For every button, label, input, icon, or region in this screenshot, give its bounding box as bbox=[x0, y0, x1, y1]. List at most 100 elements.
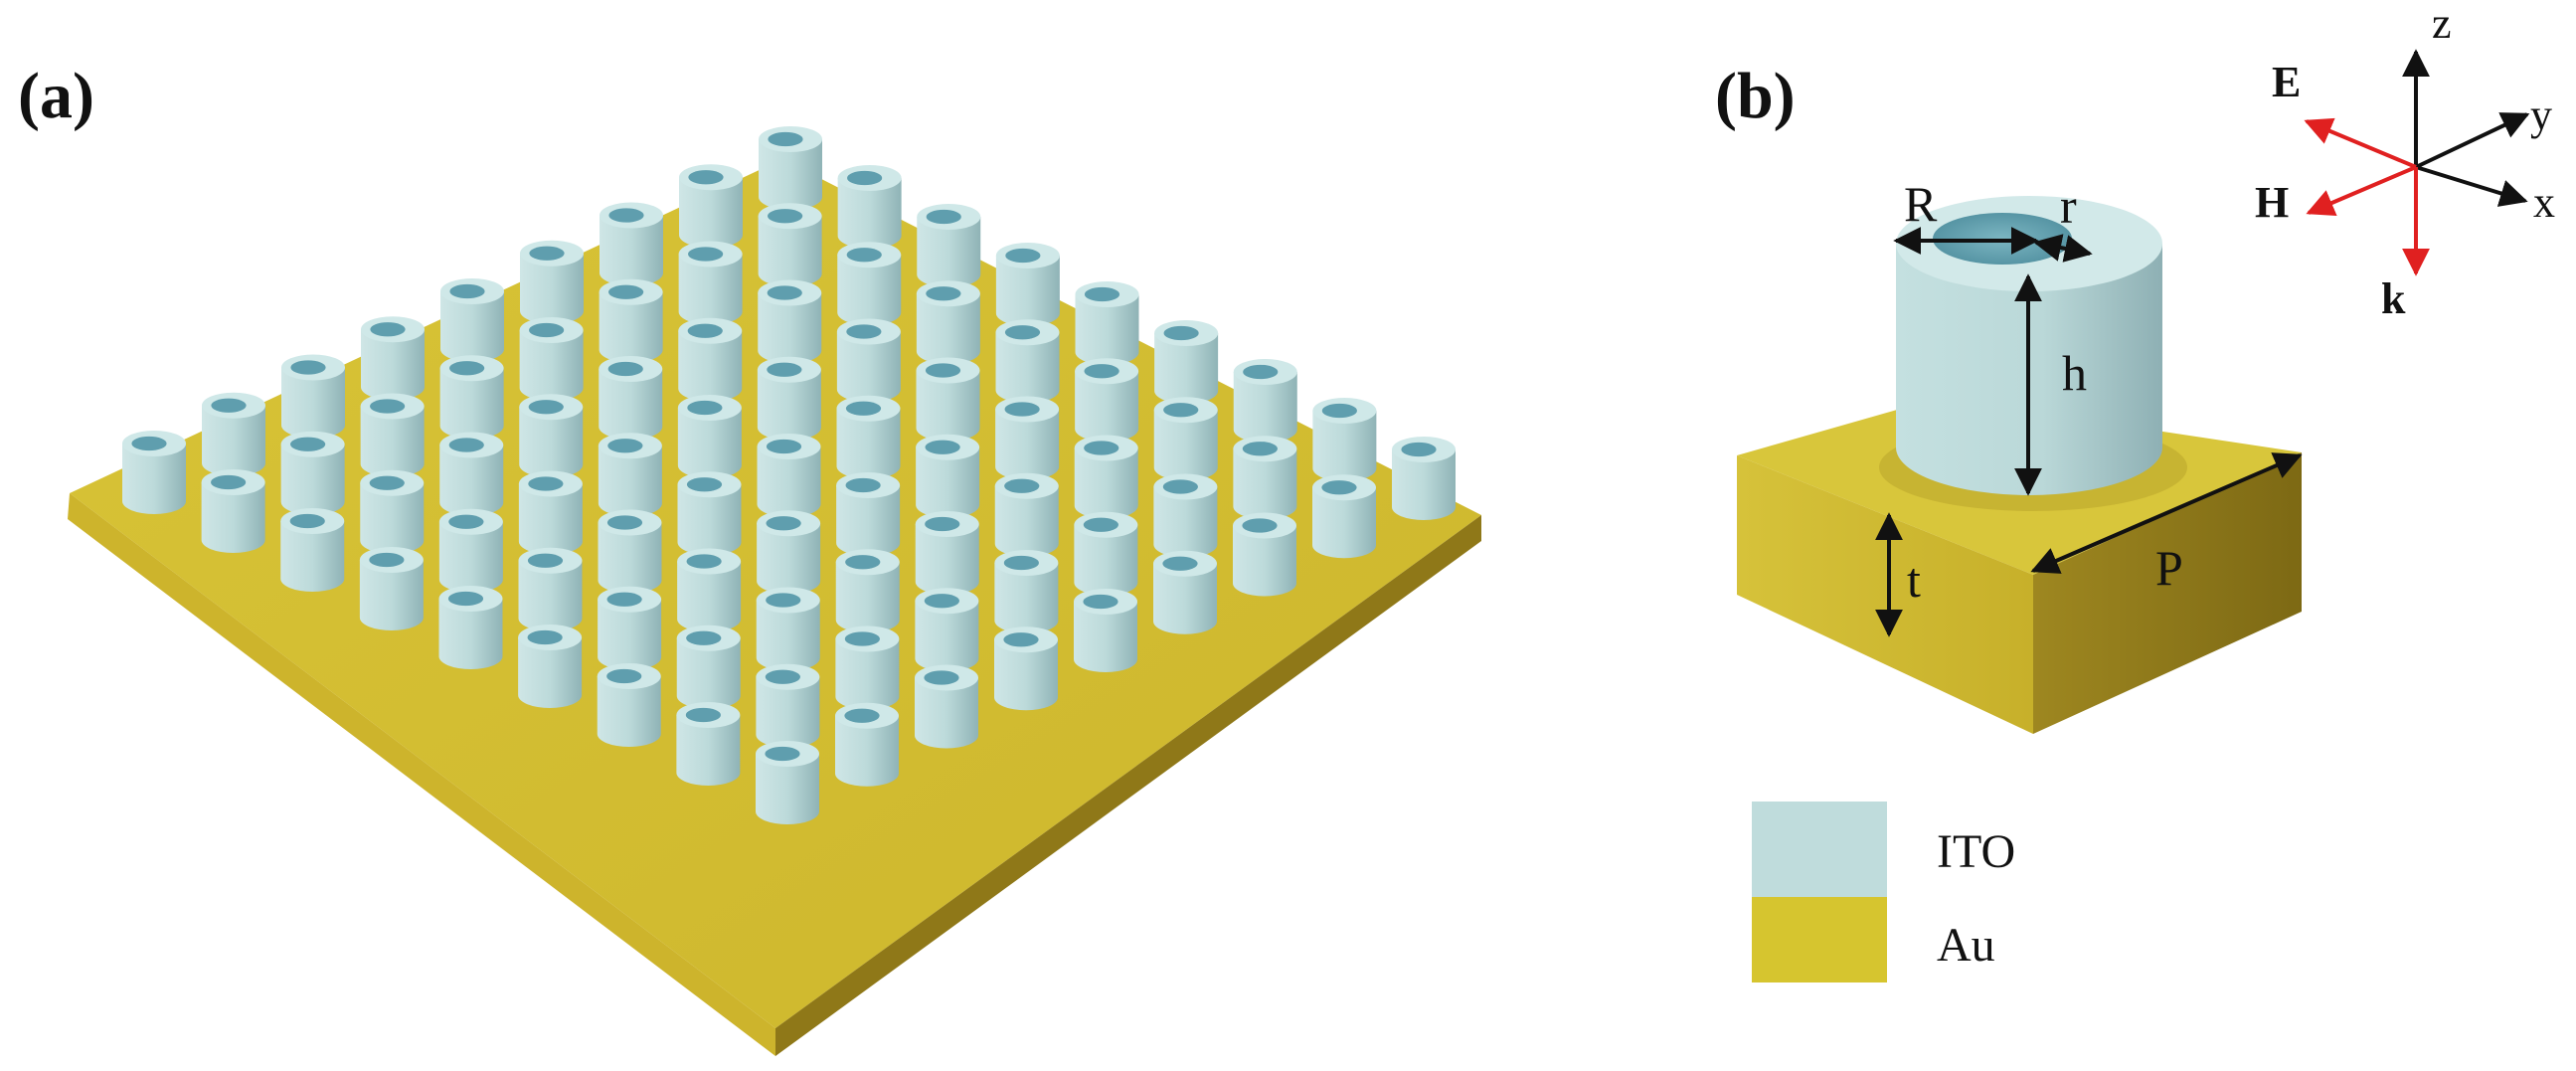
ito-pillar-body bbox=[915, 524, 979, 595]
ito-pillar-body bbox=[995, 256, 1060, 326]
ito-pillar bbox=[597, 663, 661, 748]
ito-pillar bbox=[1154, 320, 1219, 404]
ito-pillar-body bbox=[439, 368, 504, 440]
ito-pillar bbox=[1074, 511, 1138, 596]
ito-pillar bbox=[836, 318, 901, 403]
dim-t-label: t bbox=[1907, 552, 1921, 608]
ito-pillar-body bbox=[994, 563, 1059, 633]
ito-pillar bbox=[1392, 437, 1456, 520]
ito-pillar-body bbox=[1075, 371, 1139, 443]
ito-pillar-hole bbox=[924, 594, 959, 609]
ito-pillar-body bbox=[678, 330, 743, 402]
ito-pillar bbox=[916, 434, 980, 518]
panel-a-label: (a) bbox=[18, 60, 94, 132]
ito-pillar-body bbox=[917, 217, 981, 287]
ito-pillar bbox=[835, 549, 900, 633]
ito-pillar bbox=[676, 625, 741, 709]
ito-pillar bbox=[439, 432, 504, 516]
ito-pillar bbox=[359, 547, 424, 631]
ito-pillar bbox=[598, 433, 662, 517]
ito-pillar-array bbox=[122, 126, 1456, 824]
ito-pillar-body bbox=[759, 139, 822, 210]
metasurface-array bbox=[68, 126, 1481, 1056]
ito-pillar-hole bbox=[1084, 441, 1119, 455]
ito-pillar bbox=[994, 550, 1059, 633]
ito-pillar bbox=[201, 469, 265, 554]
ito-pillar-body bbox=[598, 599, 662, 670]
ito-pillar-body bbox=[1233, 372, 1297, 443]
ito-pillar-hole bbox=[1084, 286, 1120, 302]
ito-pillar-hole bbox=[449, 361, 485, 376]
ito-pillar-hole bbox=[606, 668, 642, 684]
ito-pillar-hole bbox=[1321, 403, 1357, 419]
ito-pillar-body bbox=[916, 370, 980, 442]
ito-pillar-hole bbox=[527, 553, 564, 568]
ito-pillar bbox=[520, 240, 584, 324]
ito-pillar bbox=[756, 587, 820, 671]
ito-pillar bbox=[995, 319, 1060, 404]
legend-swatch-au bbox=[1752, 897, 1887, 982]
ito-pillar-hole bbox=[768, 131, 803, 147]
ito-pillar-hole bbox=[766, 439, 802, 454]
ito-pillar-body bbox=[994, 639, 1058, 711]
ito-pillar-hole bbox=[1242, 442, 1278, 456]
ito-pillar-body bbox=[1074, 524, 1138, 596]
ito-pillar-hole bbox=[685, 707, 721, 723]
ito-pillar-body bbox=[676, 637, 741, 709]
x-axis-arrow bbox=[2415, 165, 2528, 207]
ito-pillar bbox=[518, 470, 583, 555]
ito-pillar-body bbox=[1153, 410, 1218, 481]
ito-pillar-hole bbox=[448, 514, 484, 529]
ito-pillar-hole bbox=[845, 477, 881, 493]
ito-pillar-body bbox=[280, 444, 345, 515]
ito-pillar-body bbox=[360, 406, 425, 477]
z-axis-label: z bbox=[2432, 0, 2452, 48]
ito-pillar bbox=[994, 472, 1059, 557]
ito-pillar-body bbox=[1153, 486, 1218, 558]
ito-pillar-body bbox=[1312, 487, 1376, 559]
legend-label-au: Au bbox=[1937, 919, 1995, 972]
ito-pillar-hole bbox=[686, 554, 722, 569]
ito-pillar-hole bbox=[290, 437, 326, 451]
ito-pillar bbox=[1153, 397, 1218, 481]
ito-pillar-body bbox=[360, 482, 425, 554]
ito-pillar bbox=[1075, 358, 1139, 443]
ito-pillar bbox=[1233, 436, 1297, 520]
ito-pillar-body bbox=[677, 484, 742, 556]
ito-pillar-body bbox=[519, 330, 584, 402]
coordinate-axes: z y x E H k bbox=[2255, 0, 2555, 323]
ito-pillar bbox=[598, 509, 662, 594]
dim-R-label: R bbox=[1904, 176, 1938, 232]
ito-pillar-hole bbox=[844, 631, 880, 646]
ito-pillar bbox=[600, 202, 663, 286]
ito-pillar-body bbox=[1233, 448, 1297, 520]
ito-pillar-hole bbox=[845, 555, 881, 570]
ito-pillar-body bbox=[438, 599, 503, 670]
ito-pillar-hole bbox=[131, 436, 167, 451]
ito-pillar-body bbox=[837, 178, 902, 250]
ito-pillar-hole bbox=[1003, 632, 1039, 647]
ito-pillar bbox=[835, 702, 899, 787]
ito-pillar-hole bbox=[1162, 479, 1198, 494]
ito-pillar bbox=[1153, 550, 1217, 634]
ito-pillar-hole bbox=[1163, 403, 1199, 418]
ito-pillar-hole bbox=[1321, 480, 1357, 495]
dim-r-label: r bbox=[2060, 178, 2077, 234]
ito-pillar-hole bbox=[688, 247, 724, 262]
ito-pillar-hole bbox=[925, 440, 960, 454]
ito-pillar-hole bbox=[211, 398, 247, 413]
ito-pillar-body bbox=[835, 638, 900, 710]
dim-P-arrow bbox=[2030, 452, 2303, 574]
ito-pillar-hole bbox=[926, 286, 961, 301]
y-axis-arrow bbox=[2415, 112, 2530, 169]
ito-pillar-body bbox=[1153, 563, 1217, 634]
ito-pillar-hole bbox=[767, 362, 802, 377]
ito-pillar-hole bbox=[768, 209, 803, 224]
ito-pillar-hole bbox=[1083, 517, 1118, 532]
ito-pillar-hole bbox=[1005, 248, 1041, 264]
ito-pillar-body bbox=[518, 560, 583, 631]
ito-pillar-body bbox=[916, 446, 980, 518]
ito-pillar-body bbox=[440, 291, 504, 362]
legend-label-ito: ITO bbox=[1937, 825, 2015, 878]
ito-pillar-hole bbox=[369, 475, 405, 490]
